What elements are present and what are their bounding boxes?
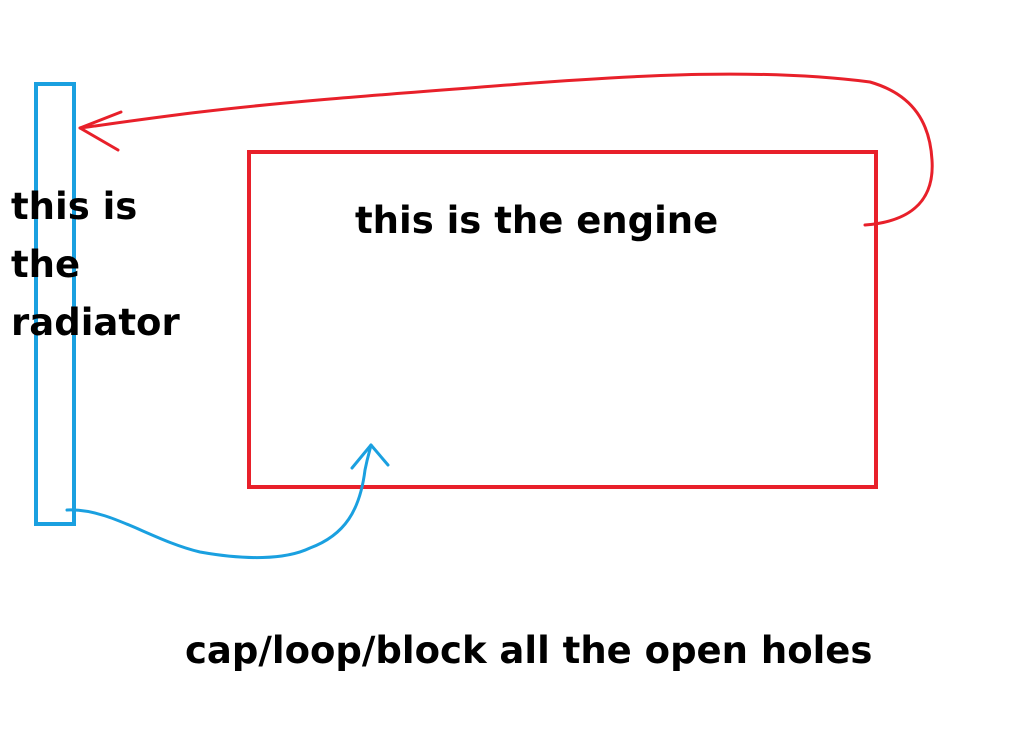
engine-box <box>247 150 878 489</box>
hot-hose-arrow <box>78 72 934 227</box>
cold-hose-arrow <box>65 443 373 560</box>
hot-hose-arrowhead <box>78 110 123 152</box>
cold-hose-arrowhead <box>350 443 390 470</box>
instruction-text: cap/loop/block all the open holes <box>185 629 873 672</box>
radiator-label-line-2: the <box>11 243 81 286</box>
engine-label: this is the engine <box>355 199 719 242</box>
radiator-box <box>34 82 76 526</box>
radiator-label: this is the radiator <box>11 178 180 352</box>
radiator-label-line-1: this is <box>11 185 138 228</box>
radiator-label-line-3: radiator <box>11 301 180 344</box>
